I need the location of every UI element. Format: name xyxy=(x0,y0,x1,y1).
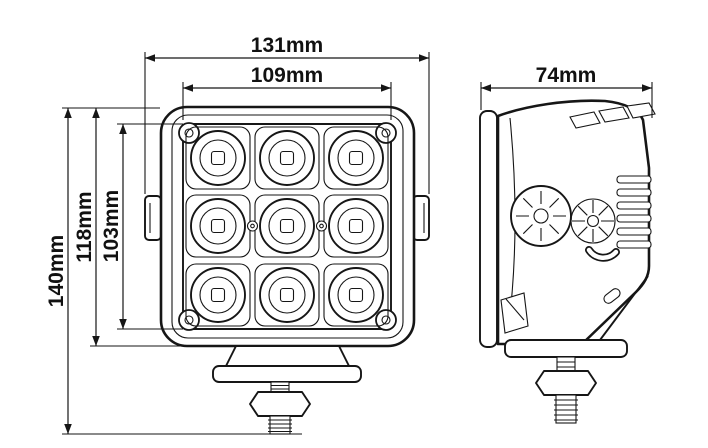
pivot-center xyxy=(533,208,549,224)
fin xyxy=(616,240,652,249)
top-louvers xyxy=(569,102,656,129)
lens-screw-left xyxy=(246,220,259,232)
mount-knob-right xyxy=(412,195,430,241)
fin xyxy=(616,201,652,210)
front-view xyxy=(144,105,430,435)
lower-vent xyxy=(500,292,529,334)
hex-nut xyxy=(249,391,311,417)
dimension-label-lens-height: 103mm xyxy=(100,190,123,262)
corner-screw-top-left xyxy=(178,122,200,144)
starburst-ring xyxy=(570,198,616,244)
bolt-stud-lower xyxy=(555,394,577,424)
starburst-spokes xyxy=(572,200,614,242)
side-lens-edge xyxy=(479,110,498,348)
fin xyxy=(616,214,652,223)
dimension-overall-height: 140mm xyxy=(45,107,302,435)
dimension-overall-width: 131mm xyxy=(144,34,430,194)
bracket-arm xyxy=(224,345,351,369)
dimension-depth: 74mm xyxy=(480,64,653,118)
front-bolt xyxy=(249,381,311,435)
small-slot xyxy=(603,288,621,304)
dimension-label-lens-width: 109mm xyxy=(251,64,323,87)
bracket-arm-line xyxy=(599,275,649,341)
hex-nut xyxy=(535,370,597,396)
bolt-stud-upper xyxy=(270,381,290,393)
side-view xyxy=(479,99,656,424)
corner-screw-bottom-right xyxy=(375,309,397,331)
dimension-label-overall-height: 140mm xyxy=(45,235,68,307)
dimension-label-overall-width: 131mm xyxy=(251,34,323,57)
dimension-lens-height: 103mm xyxy=(100,123,183,330)
housing-inner-line xyxy=(171,114,404,339)
mount-knob-left xyxy=(144,195,162,241)
bolt-stud-upper xyxy=(556,356,576,372)
pivot-spokes xyxy=(516,191,566,241)
bracket-base xyxy=(212,365,362,383)
fin xyxy=(616,188,652,197)
dimension-lens-width: 109mm xyxy=(182,64,392,120)
heat-fins xyxy=(616,175,652,249)
front-bracket xyxy=(212,345,362,383)
curved-slot-inner xyxy=(586,247,619,260)
lens-screw-right xyxy=(315,220,328,232)
louver xyxy=(626,102,656,119)
led-array xyxy=(185,126,389,327)
fin xyxy=(616,175,652,184)
starburst-center xyxy=(586,214,600,228)
dimension-label-depth: 74mm xyxy=(536,64,597,87)
fin xyxy=(616,227,652,236)
adjuster-starburst xyxy=(570,198,616,244)
pivot-knob xyxy=(510,185,572,247)
corner-screw-bottom-left xyxy=(178,309,200,331)
side-bolt xyxy=(535,356,597,424)
louver xyxy=(569,111,601,129)
dimension-label-body-height: 118mm xyxy=(73,191,96,262)
corner-screw-top-right xyxy=(375,122,397,144)
bracket-base xyxy=(504,339,628,358)
louver xyxy=(598,106,630,123)
dimension-body-height: 118mm xyxy=(73,108,228,347)
